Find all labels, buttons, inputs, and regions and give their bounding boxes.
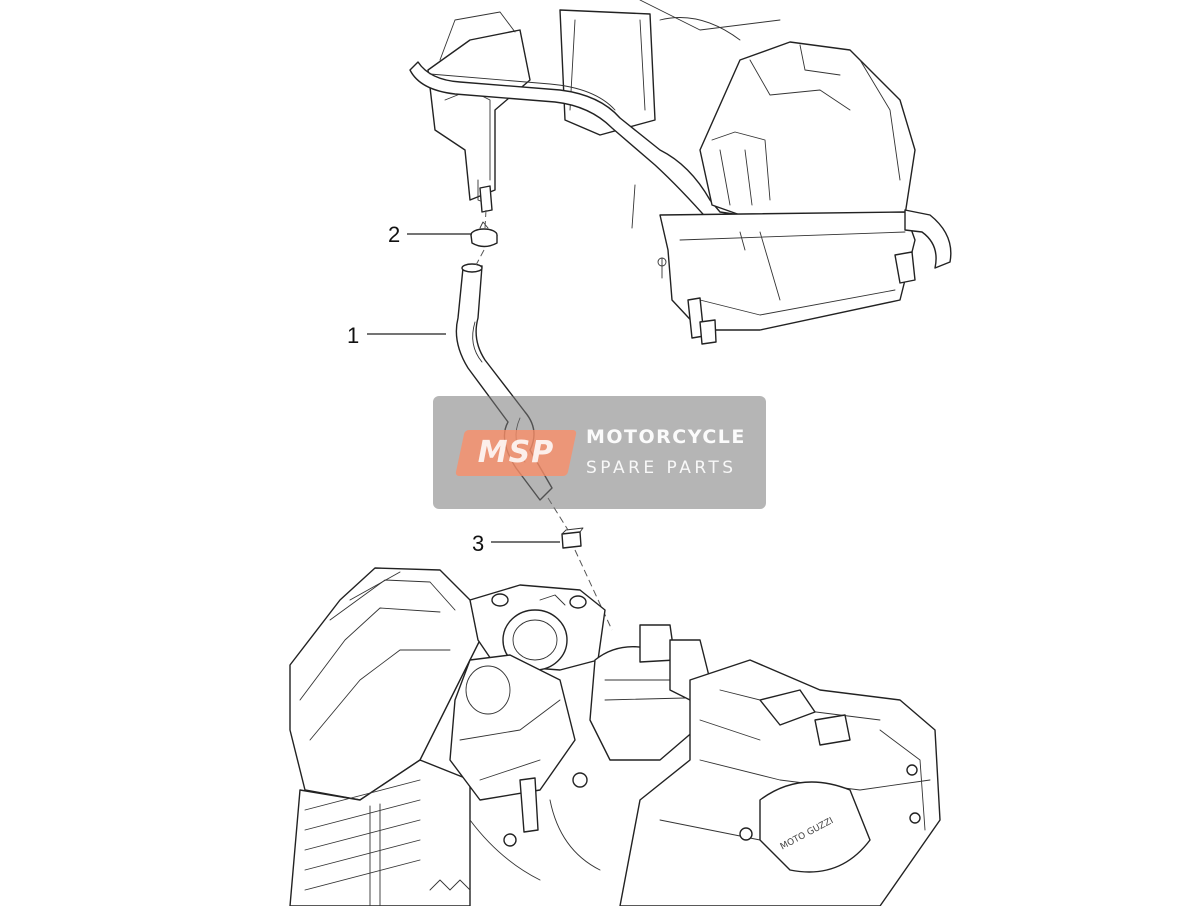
watermark: MSP MOTORCYCLE SPARE PARTS [433, 396, 766, 509]
clamp-part-2 [470, 221, 498, 248]
airbox-frame-assembly [409, 0, 952, 345]
callout-number-1: 1 [347, 323, 359, 348]
clip-part-3 [561, 527, 584, 549]
callout-leaders [367, 233, 560, 543]
callout-labels: 2 1 3 [347, 222, 484, 556]
engine-assembly: MOTO GUZZI [289, 567, 941, 906]
callout-number-3: 3 [472, 531, 484, 556]
watermark-title: MOTORCYCLE [586, 426, 746, 448]
watermark-subtitle: SPARE PARTS [586, 458, 737, 478]
watermark-logo-badge: MSP [455, 430, 577, 476]
engine-side-cover: MOTO GUZZI [759, 781, 871, 873]
watermark-badge-text: MSP [477, 435, 555, 470]
callout-number-2: 2 [388, 222, 400, 247]
